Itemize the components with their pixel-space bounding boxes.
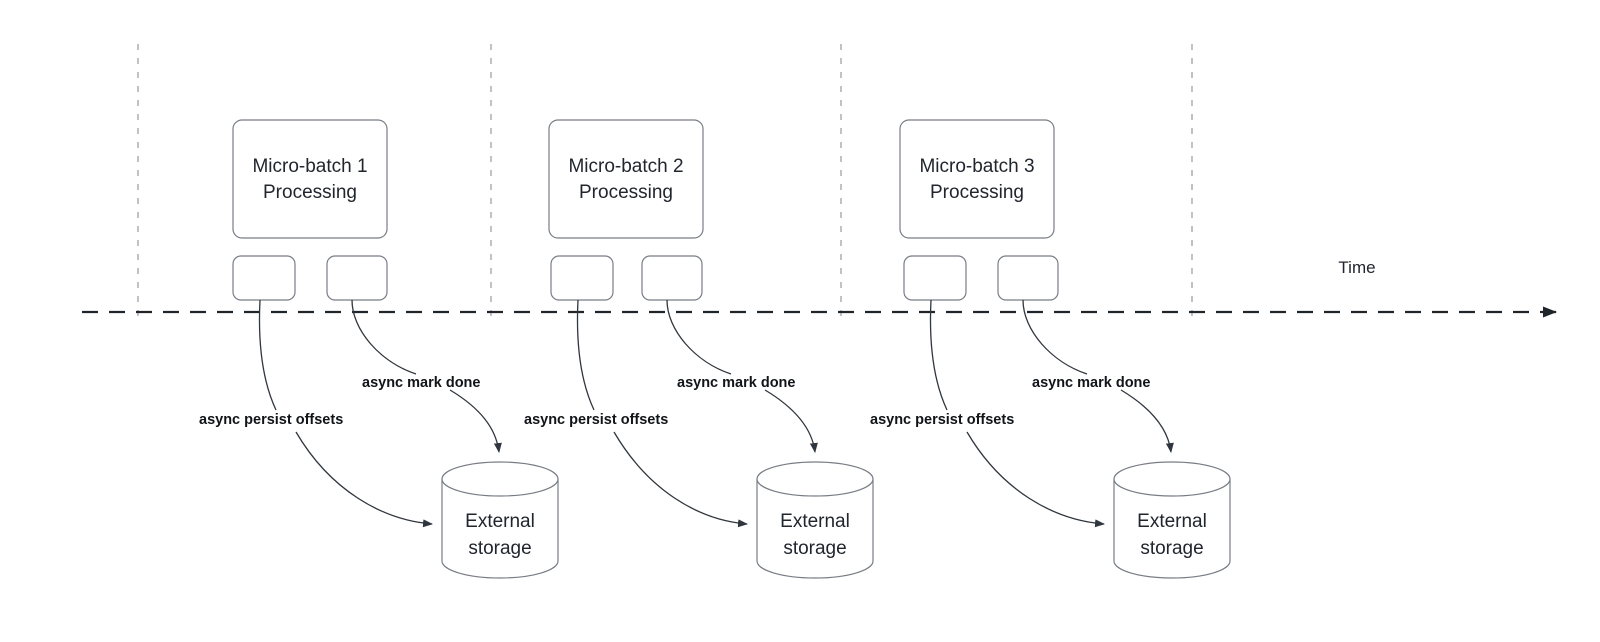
group-3-offsets-tick-box[interactable]: [903, 255, 967, 301]
group-3-persist-offsets-curve-upper: [929, 299, 948, 411]
micro-batch-1-processing-box[interactable]: [232, 119, 388, 239]
group-1-mark-done-tick-box[interactable]: [326, 255, 388, 301]
micro-batch-group-1: Micro-batch 1 Processing async persist o…: [199, 119, 559, 579]
group-3-external-storage-cylinder[interactable]: [1113, 461, 1231, 579]
group-2-external-storage-cylinder[interactable]: [756, 461, 874, 579]
group-3-mark-done-curve-lower: [1120, 389, 1174, 453]
micro-batch-group-3: Micro-batch 3 Processing async persist o…: [870, 119, 1231, 579]
group-3-mark-done-curve-upper: [1022, 299, 1088, 375]
group-3-persist-offsets-label: async persist offsets: [870, 412, 1014, 428]
group-2-persist-offsets-label: async persist offsets: [524, 412, 668, 428]
group-2-storage-label-line2: storage: [783, 538, 846, 559]
micro-batch-1-label-line1: Micro-batch 1: [252, 156, 367, 177]
group-1-persist-offsets-curve-lower: [295, 431, 433, 528]
group-2-mark-done-curve-upper: [666, 299, 732, 375]
group-1-persist-offsets-label: async persist offsets: [199, 412, 343, 428]
group-3-mark-done-tick-box[interactable]: [997, 255, 1059, 301]
time-axis: Time: [82, 258, 1557, 318]
group-2-mark-done-label: async mark done: [677, 375, 795, 391]
vertical-guides: [137, 44, 1193, 320]
group-3-storage-label-line1: External: [1137, 511, 1207, 532]
group-1-persist-offsets-curve-upper: [258, 299, 277, 411]
micro-batch-group-2: Micro-batch 2 Processing async persist o…: [524, 119, 874, 579]
group-2-storage-label-line1: External: [780, 511, 850, 532]
micro-batch-2-label-line2: Processing: [579, 182, 673, 203]
group-2-mark-done-curve-lower: [764, 389, 818, 453]
group-1-storage-label-line2: storage: [468, 538, 531, 559]
group-3-storage-label-line2: storage: [1140, 538, 1203, 559]
group-3-persist-offsets-curve-lower: [966, 431, 1105, 528]
micro-batch-1-label-line2: Processing: [263, 182, 357, 203]
group-1-mark-done-curve-upper: [351, 299, 417, 375]
micro-batch-3-label-line1: Micro-batch 3: [919, 156, 1034, 177]
micro-batch-2-label-line1: Micro-batch 2: [568, 156, 683, 177]
group-1-offsets-tick-box[interactable]: [232, 255, 296, 301]
group-2-persist-offsets-curve-lower: [613, 431, 748, 528]
micro-batch-3-label-line2: Processing: [930, 182, 1024, 203]
group-1-mark-done-label: async mark done: [362, 375, 480, 391]
group-1-mark-done-curve-lower: [449, 389, 502, 453]
time-axis-label: Time: [1338, 258, 1375, 277]
group-3-mark-done-label: async mark done: [1032, 375, 1150, 391]
group-1-storage-label-line1: External: [465, 511, 535, 532]
group-2-persist-offsets-curve-upper: [576, 299, 595, 411]
micro-batch-3-processing-box[interactable]: [899, 119, 1055, 239]
micro-batch-2-processing-box[interactable]: [548, 119, 704, 239]
group-2-mark-done-tick-box[interactable]: [641, 255, 703, 301]
group-1-external-storage-cylinder[interactable]: [441, 461, 559, 579]
group-2-offsets-tick-box[interactable]: [550, 255, 614, 301]
